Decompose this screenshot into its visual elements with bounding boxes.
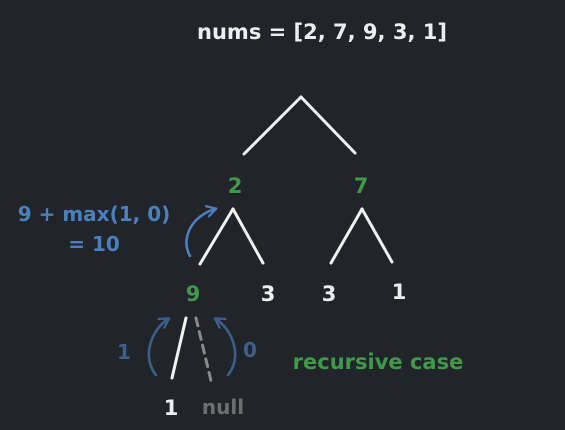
return-arrow-to-2 bbox=[185, 205, 218, 258]
recursive-case-label: recursive case bbox=[293, 350, 464, 374]
node-1-leaf: 1 bbox=[164, 396, 179, 420]
edge-2-to-9 bbox=[198, 207, 235, 266]
formula-line-1: 9 + max(1, 0) bbox=[18, 202, 171, 226]
formula-line-2: = 10 bbox=[68, 232, 120, 256]
root-edge-right bbox=[299, 95, 357, 155]
edge-9-to-1 bbox=[170, 316, 188, 380]
root-edge-left bbox=[242, 95, 303, 156]
return-arrow-right bbox=[213, 317, 237, 377]
node-2: 2 bbox=[228, 174, 243, 198]
node-3-left: 3 bbox=[261, 282, 276, 306]
edge-7-to-1 bbox=[360, 207, 394, 264]
edge-2-to-3 bbox=[231, 207, 265, 265]
return-arrow-left bbox=[147, 317, 171, 377]
left-return-value: 1 bbox=[117, 340, 131, 364]
edge-7-to-3 bbox=[329, 207, 364, 265]
node-1-right: 1 bbox=[392, 280, 407, 304]
node-9: 9 bbox=[186, 282, 201, 306]
node-7: 7 bbox=[354, 174, 369, 198]
array-title: nums = [2, 7, 9, 3, 1] bbox=[197, 20, 447, 44]
node-3-right: 3 bbox=[322, 282, 337, 306]
node-null: null bbox=[202, 395, 244, 419]
right-return-value: 0 bbox=[243, 338, 257, 362]
edge-9-to-null bbox=[194, 316, 214, 387]
